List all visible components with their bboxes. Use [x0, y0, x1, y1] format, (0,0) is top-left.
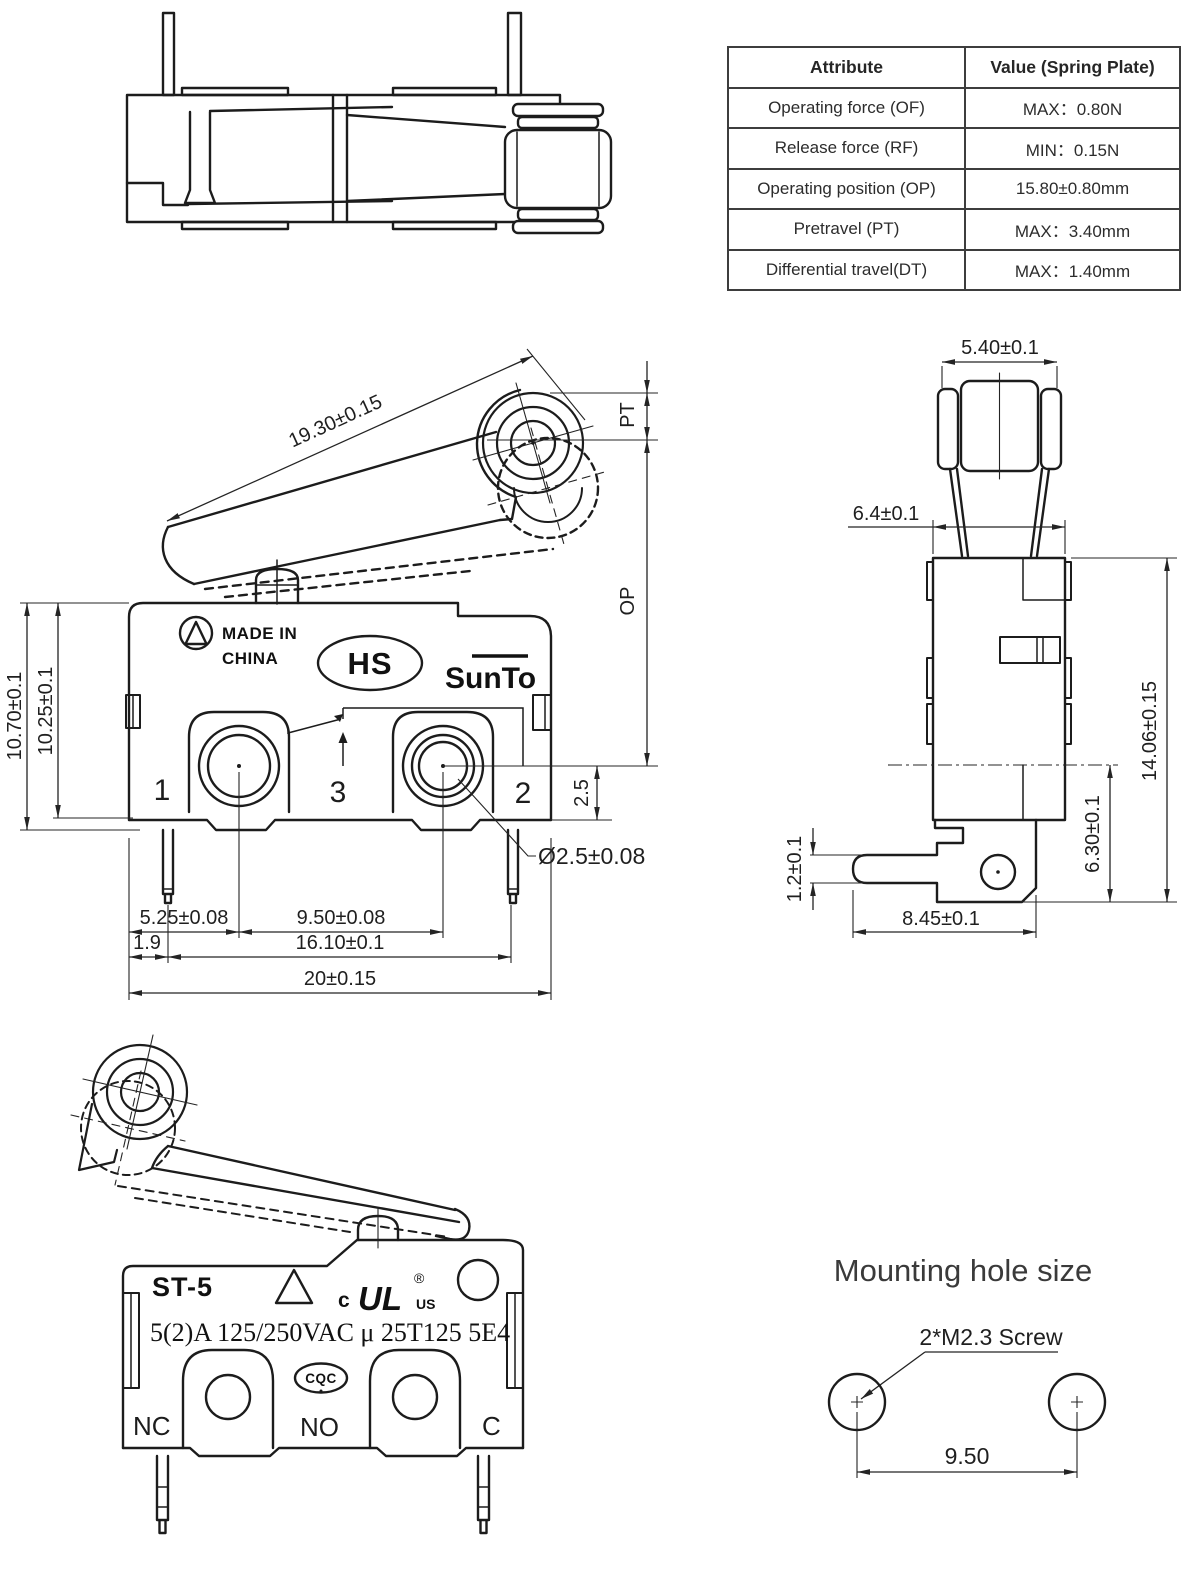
triangle-cert-icon [274, 1268, 314, 1305]
bottom-view-body [121, 1207, 525, 1535]
contact-symbol [287, 707, 524, 766]
label-pretravel: PT [617, 402, 639, 428]
dim-hole-diameter: Ø2.5±0.08 [538, 843, 645, 869]
dim-height-inner: 10.25±0.1 [35, 667, 57, 756]
spec-attr: Differential travel(DT) [727, 248, 966, 291]
bottom-view-drawing: ST-5 c UL ® US 5(2)A 125/250VAC μ 25T125… [70, 1034, 525, 1535]
terminal-number-1: 1 [154, 774, 171, 807]
dim-terminal-hole-height: 6.30±0.1 [1082, 795, 1104, 873]
dim-body-width: 20±0.15 [304, 968, 376, 990]
lever-roller-pressed [203, 427, 609, 599]
dim-lever-length: 19.30±0.15 [285, 391, 385, 452]
cqc-logo-text: CQC [305, 1371, 337, 1386]
dim-pin1-offset: 5.25±0.08 [140, 907, 229, 929]
ul-logo-icon: UL [358, 1280, 402, 1317]
spec-table: Attribute Value (Spring Plate) Operating… [727, 46, 1181, 291]
spec-value: MAX：3.40mm [964, 208, 1181, 251]
dim-body-depth: 6.4±0.1 [853, 503, 920, 525]
hs-logo-text: HS [347, 646, 392, 681]
side-view-body [851, 372, 1072, 904]
table-row: Pretravel (PT) MAX：3.40mm [727, 208, 1181, 251]
front-view-drawing: 19.30±0.15 PT OP 10.70±0.1 10.25±0.1 2.5… [4, 348, 658, 1000]
spec-attr: Operating position (OP) [727, 167, 966, 210]
dim-terminal-length: 8.45±0.1 [902, 908, 980, 930]
bottom-view-lever [70, 1034, 471, 1241]
mounting-title: Mounting hole size [834, 1253, 1093, 1288]
spec-value: MAX：0.80N [964, 86, 1181, 129]
spec-value: MAX：1.40mm [964, 248, 1181, 291]
triangle-cert-icon [178, 615, 214, 651]
table-row: Differential travel(DT) MAX：1.40mm [727, 248, 1181, 291]
china-label: CHINA [222, 649, 278, 668]
terminal-nc-label: NC [133, 1411, 171, 1441]
spec-table-header-row: Attribute Value (Spring Plate) [727, 46, 1181, 89]
table-row: Release force (RF) MIN：0.15N [727, 127, 1181, 170]
bottom-markings: ST-5 c UL ® US 5(2)A 125/250VAC μ 25T125… [133, 1268, 510, 1442]
terminal-c-label: C [482, 1411, 501, 1441]
dim-height-outer: 10.70±0.1 [4, 672, 26, 761]
spec-value: MIN：0.15N [964, 127, 1181, 170]
dim-pin-edge: 1.9 [133, 932, 161, 954]
rating-label: 5(2)A 125/250VAC μ 25T125 5E4 [150, 1318, 510, 1347]
side-dimensions: 5.40±0.1 6.4±0.1 6.30±0.1 14.06±0.15 1.2… [784, 337, 1177, 938]
front-markings: MADE IN CHINA HS SunTo 1 3 2 [154, 615, 536, 810]
spec-value: 15.80±0.80mm [964, 167, 1181, 210]
table-row: Operating force (OF) MAX：0.80N [727, 86, 1181, 129]
spec-attr: Pretravel (PT) [727, 208, 966, 251]
front-dimensions: 19.30±0.15 PT OP 10.70±0.1 10.25±0.1 2.5… [4, 348, 658, 1000]
table-row: Operating position (OP) 15.80±0.80mm [727, 167, 1181, 210]
top-view-drawing [125, 11, 613, 235]
top-view-body [125, 11, 562, 231]
dim-hole-spacing: 9.50±0.08 [297, 907, 386, 929]
label-operating-position: OP [617, 587, 639, 616]
dim-terminal-offset: 2.5 [571, 779, 593, 807]
side-view-drawing: 5.40±0.1 6.4±0.1 6.30±0.1 14.06±0.15 1.2… [784, 337, 1177, 938]
screw-label: 2*M2.3 Screw [919, 1324, 1063, 1350]
ul-c-label: c [338, 1289, 350, 1312]
dim-roller-width: 5.40±0.1 [961, 337, 1039, 359]
front-view-body [125, 559, 553, 905]
spec-attr: Operating force (OF) [727, 86, 966, 129]
made-in-label: MADE IN [222, 624, 297, 643]
dim-pin-spacing: 16.10±0.1 [296, 932, 385, 954]
terminal-number-3: 3 [330, 776, 347, 809]
top-view-roller [503, 102, 613, 235]
mounting-hole-diagram: Mounting hole size 2*M2.3 Screw 9.50 [827, 1253, 1107, 1478]
terminal-number-2: 2 [515, 777, 532, 810]
spec-header-value: Value (Spring Plate) [964, 46, 1181, 89]
hs-logo-icon [316, 634, 424, 692]
spec-header-attribute: Attribute [727, 46, 966, 89]
dim-hole-spacing: 9.50 [945, 1443, 990, 1469]
dim-overall-height: 14.06±0.15 [1139, 681, 1161, 781]
ul-us-label: US [416, 1296, 435, 1312]
spec-attr: Release force (RF) [727, 127, 966, 170]
terminal-no-label: NO [300, 1412, 339, 1442]
dim-terminal-thickness: 1.2±0.1 [784, 836, 806, 903]
brand-label: SunTo [445, 662, 536, 695]
ul-registered-mark: ® [414, 1270, 425, 1286]
model-label: ST-5 [152, 1272, 213, 1302]
